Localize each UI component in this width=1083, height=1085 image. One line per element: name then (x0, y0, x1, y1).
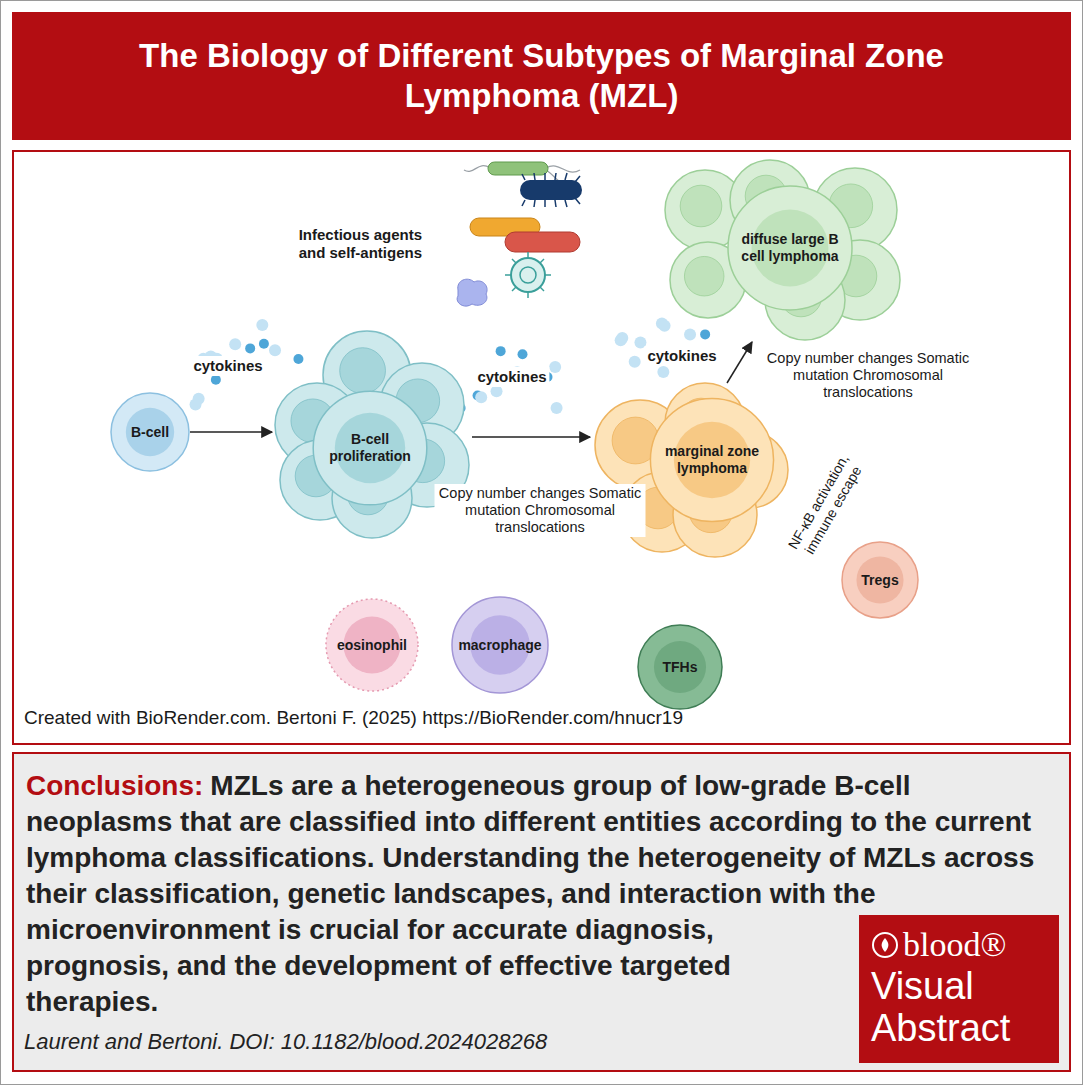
cell-label: eosinophil (337, 637, 407, 654)
cell-nucleus (126, 408, 174, 456)
cell (638, 625, 722, 709)
cell-nucleus (680, 185, 722, 227)
cytokine-dot (475, 391, 487, 403)
conclusions-box: blood®Visual AbstractConclusions:MZLs ar… (12, 752, 1071, 1072)
annotation: cytokines (474, 367, 549, 387)
cell (326, 599, 418, 691)
cytokine-dot (245, 343, 255, 353)
cell-name: diffuse large B cell lymphoma (738, 231, 843, 265)
virus-core (520, 267, 536, 283)
cell-membrane (842, 542, 918, 618)
cell-name: B-cell (131, 424, 169, 441)
conclusions-part: MZLs are a heterogeneous group of low-gr… (26, 770, 1034, 1017)
emblem-ring (873, 933, 897, 957)
cell-label: TFHs (663, 659, 698, 676)
macrophage-cell: macrophage (452, 597, 548, 693)
cell-label: B-cell (131, 424, 169, 441)
rod-bacterium (505, 232, 580, 252)
caption: Laurent and Bertoni. DOI: 10.1182/blood.… (24, 1029, 547, 1055)
cell-nucleus (684, 256, 724, 296)
cytokine-dot (229, 338, 241, 350)
logo-emblem (871, 931, 899, 959)
rod-bacterium (488, 162, 548, 175)
annotation: cytokines (190, 356, 265, 376)
cell-label: B-cell proliferation (320, 431, 420, 465)
cell-membrane (326, 599, 418, 691)
progression-arrow (472, 436, 590, 438)
cell-membrane (111, 393, 189, 471)
cell-name: eosinophil (337, 637, 407, 654)
annotation: cytokines (644, 346, 719, 366)
self-antigen (457, 279, 487, 306)
spiky-bacterium (520, 180, 582, 200)
emblem-drop (882, 938, 889, 952)
cell-membrane (638, 625, 722, 709)
cell-nucleus (340, 348, 386, 394)
cytokine-dot (629, 356, 641, 368)
cell-membrane (728, 186, 852, 310)
cytokine-dot (259, 339, 269, 349)
progression-arrow (190, 431, 272, 433)
cytokine-dot (269, 344, 281, 356)
cell-name: Tregs (861, 572, 898, 589)
dlbcl-cells: diffuse large B cell lymphoma (665, 160, 905, 342)
logo-wordmark: blood® (903, 925, 1006, 965)
cytokine-dot (700, 329, 710, 339)
cell-label: Tregs (861, 572, 898, 589)
treg-cell: Tregs (842, 542, 918, 618)
cytokine-dot (615, 334, 627, 346)
cell (111, 393, 189, 471)
annotation: Created with BioRender.com. Bertoni F. (… (24, 706, 683, 729)
cell (650, 398, 773, 521)
cell (452, 597, 548, 693)
conclusions-part: Conclusions: (26, 770, 203, 801)
cell (728, 186, 852, 310)
cytokine-dot (657, 366, 669, 378)
cell-label: marginal zone lymphoma (657, 443, 767, 477)
cytokine-dot (256, 319, 268, 331)
cell (842, 542, 918, 618)
annotation: Copy number changes Somatic mutation Chr… (763, 349, 974, 402)
cell-nucleus (856, 556, 903, 603)
progression-arrow (727, 342, 752, 383)
logo-subtitle: Visual Abstract (871, 965, 1047, 1049)
cell-name: macrophage (458, 637, 541, 654)
cytokine-dot (684, 329, 696, 341)
cytokine-dot (659, 320, 671, 332)
cell-name: marginal zone lymphoma (657, 443, 767, 477)
eosinophil-cell: eosinophil (326, 599, 418, 691)
b-cell: B-cell (110, 392, 190, 472)
title-text: The Biology of Different Subtypes of Mar… (12, 12, 1071, 140)
title-band (12, 12, 1071, 140)
cytokine-dot (496, 346, 506, 356)
cell-membrane (313, 391, 427, 505)
annotation: Infectious agents and self-antigens (280, 226, 422, 262)
cell-name: B-cell proliferation (320, 431, 420, 465)
cell-label: diffuse large B cell lymphoma (738, 231, 843, 265)
cell-membrane (452, 597, 548, 693)
cell-nucleus (654, 641, 706, 693)
cell-name: TFHs (663, 659, 698, 676)
cytokine-dot (518, 349, 528, 359)
cytokine-dot (551, 402, 563, 414)
virus-spikes (505, 252, 551, 298)
tfh-cell: TFHs (638, 625, 722, 709)
cell-label: macrophage (458, 637, 541, 654)
cytokine-dot (190, 398, 202, 410)
virus (511, 258, 545, 292)
cytokine-dot (293, 354, 303, 364)
figure-panel (13, 151, 1070, 744)
cytokine-dot (211, 375, 221, 385)
cell-membrane (650, 398, 773, 521)
pathogens (457, 162, 582, 306)
journal-logo: blood®Visual Abstract (859, 915, 1059, 1063)
cytokine-dot (549, 361, 561, 373)
cell (313, 391, 427, 505)
annotation: Copy number changes Somatic mutation Chr… (435, 484, 646, 537)
conclusions-text: Conclusions:MZLs are a heterogeneous gro… (26, 768, 1059, 1020)
cytokine-dot (491, 385, 503, 397)
